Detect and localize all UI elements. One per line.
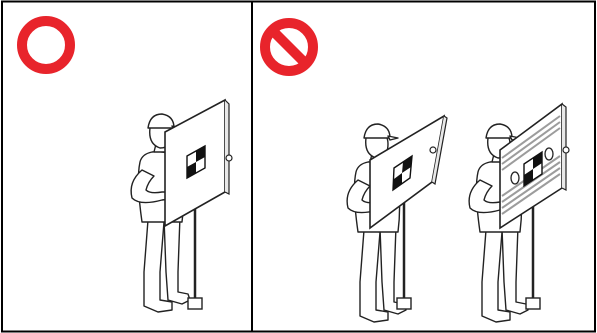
circle-icon (22, 21, 70, 69)
example-striped-board (469, 104, 569, 322)
example-tilted-board (347, 116, 447, 322)
example-upright-board (131, 100, 232, 312)
prohibited-icon (265, 23, 313, 71)
pole-base (188, 298, 202, 309)
pole-base (526, 298, 540, 309)
board-circle (511, 172, 519, 184)
board-circle (545, 148, 553, 160)
pole-base (397, 298, 411, 309)
